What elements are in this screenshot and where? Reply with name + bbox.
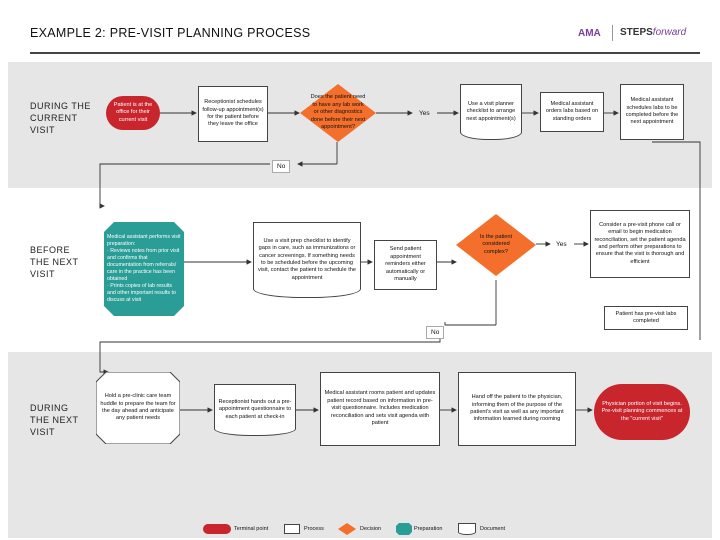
decision-complex: Is the patient considered complex?	[456, 214, 536, 276]
process-send-reminders: Send patient appointment reminders eithe…	[374, 240, 437, 290]
process-ma-schedules-labs: Medical assistant schedules labs to be c…	[620, 84, 684, 140]
legend-process-swatch	[284, 524, 300, 534]
process-labs-completed-text: Patient has pre-visit labs completed	[615, 310, 677, 324]
process-consider-call: Consider a pre-visit phone call or email…	[590, 210, 690, 278]
phase-label-before: BEFORE THE NEXT VISIT	[30, 245, 79, 279]
yes-label-1: Yes	[419, 110, 430, 117]
decision-lab-work-text: Does the patient need to have any lab wo…	[310, 94, 366, 131]
decision-lab-work-shape	[300, 84, 376, 142]
edge-no-1-to-prep	[99, 163, 270, 209]
process-ma-orders-labs-text: Medical assistant orders labs based on s…	[545, 100, 599, 122]
legend-document-swatch	[458, 523, 476, 535]
process-send-reminders-text: Send patient appointment reminders eithe…	[385, 246, 426, 283]
preparation-huddle-text: Hold a pre-clinic care team huddle to pr…	[100, 393, 176, 422]
document-questionnaire-text: Receptionist hands out a pre-appointment…	[218, 398, 292, 420]
legend-preparation-swatch	[396, 523, 412, 535]
phase-label-next: DURING THE NEXT VISIT	[30, 403, 79, 437]
process-labs-completed: Patient has pre-visit labs completed	[604, 306, 688, 330]
page-title: EXAMPLE 2: PRE-VISIT PLANNING PROCESS	[30, 26, 311, 40]
terminal-patient-at-office-text: Patient is at the office for their curre…	[113, 101, 153, 123]
decision-lab-work: Does the patient need to have any lab wo…	[300, 84, 376, 142]
preparation-ma-performs: Medical assistant performs visit prepara…	[104, 222, 184, 316]
no-label-2: No	[426, 326, 445, 339]
no-label-1: No	[272, 160, 291, 173]
legend-decision-label: Decision	[360, 526, 382, 532]
process-consider-call-text: Consider a pre-visit phone call or email…	[594, 221, 686, 265]
legend-preparation-label: Preparation	[414, 526, 443, 532]
process-hand-off-text: Hand off the patient to the physician, i…	[470, 394, 564, 423]
logo-steps-text: STEPS	[620, 27, 653, 38]
decision-complex-text: Is the patient considered complex?	[479, 233, 513, 255]
process-ma-rooms-patient: Medical assistant rooms patient and upda…	[320, 372, 440, 446]
legend-process-label: Process	[304, 526, 324, 532]
process-hand-off: Hand off the patient to the physician, i…	[458, 372, 576, 446]
legend-document-label: Document	[480, 526, 506, 532]
arrow-lines	[99, 110, 701, 413]
process-ma-orders-labs: Medical assistant orders labs based on s…	[540, 92, 604, 132]
document-visit-planner-text: Use a visit planner checklist to arrange…	[466, 100, 516, 122]
steps-forward-logo: STEPSforward	[620, 27, 686, 38]
preparation-ma-performs-shape	[104, 222, 184, 316]
logo-divider	[612, 25, 613, 41]
terminal-physician-portion: Physician portion of visit begins. Pre-v…	[594, 384, 690, 440]
document-visit-planner: Use a visit planner checklist to arrange…	[460, 84, 522, 140]
edge-no-2-to-huddle	[99, 333, 441, 375]
legend-decision-swatch	[338, 523, 356, 535]
preparation-huddle-shape	[96, 372, 180, 444]
edge-labs-to-bottom	[652, 141, 701, 340]
process-receptionist-schedules-text: Receptionist schedules follow-up appoint…	[202, 99, 264, 128]
legend-terminal-swatch	[203, 524, 231, 534]
ama-logo: AMA	[578, 28, 601, 39]
process-receptionist-schedules: Receptionist schedules follow-up appoint…	[198, 86, 268, 142]
logo-forward-text: forward	[652, 27, 687, 38]
document-visit-prep-checklist: Use a visit prep checklist to identify g…	[253, 222, 361, 298]
terminal-patient-at-office: Patient is at the office for their curre…	[106, 96, 160, 130]
edge-to-no-2-a	[444, 322, 496, 326]
preparation-ma-performs-text: Medical assistant performs visit prepara…	[107, 234, 181, 303]
process-ma-rooms-patient-text: Medical assistant rooms patient and upda…	[324, 390, 436, 427]
title-rule	[30, 52, 700, 54]
terminal-physician-portion-text: Physician portion of visit begins. Pre-v…	[601, 400, 683, 422]
legend-terminal-label: Terminal point	[234, 526, 269, 532]
document-questionnaire: Receptionist hands out a pre-appointment…	[214, 384, 296, 436]
phase-label-current: DURING THE CURRENT VISIT	[30, 101, 91, 135]
yes-label-2: Yes	[556, 241, 567, 248]
process-ma-schedules-labs-text: Medical assistant schedules labs to be c…	[625, 97, 679, 126]
decision-complex-shape	[456, 214, 536, 276]
document-visit-prep-checklist-text: Use a visit prep checklist to identify g…	[258, 237, 356, 281]
preparation-huddle: Hold a pre-clinic care team huddle to pr…	[96, 372, 180, 444]
